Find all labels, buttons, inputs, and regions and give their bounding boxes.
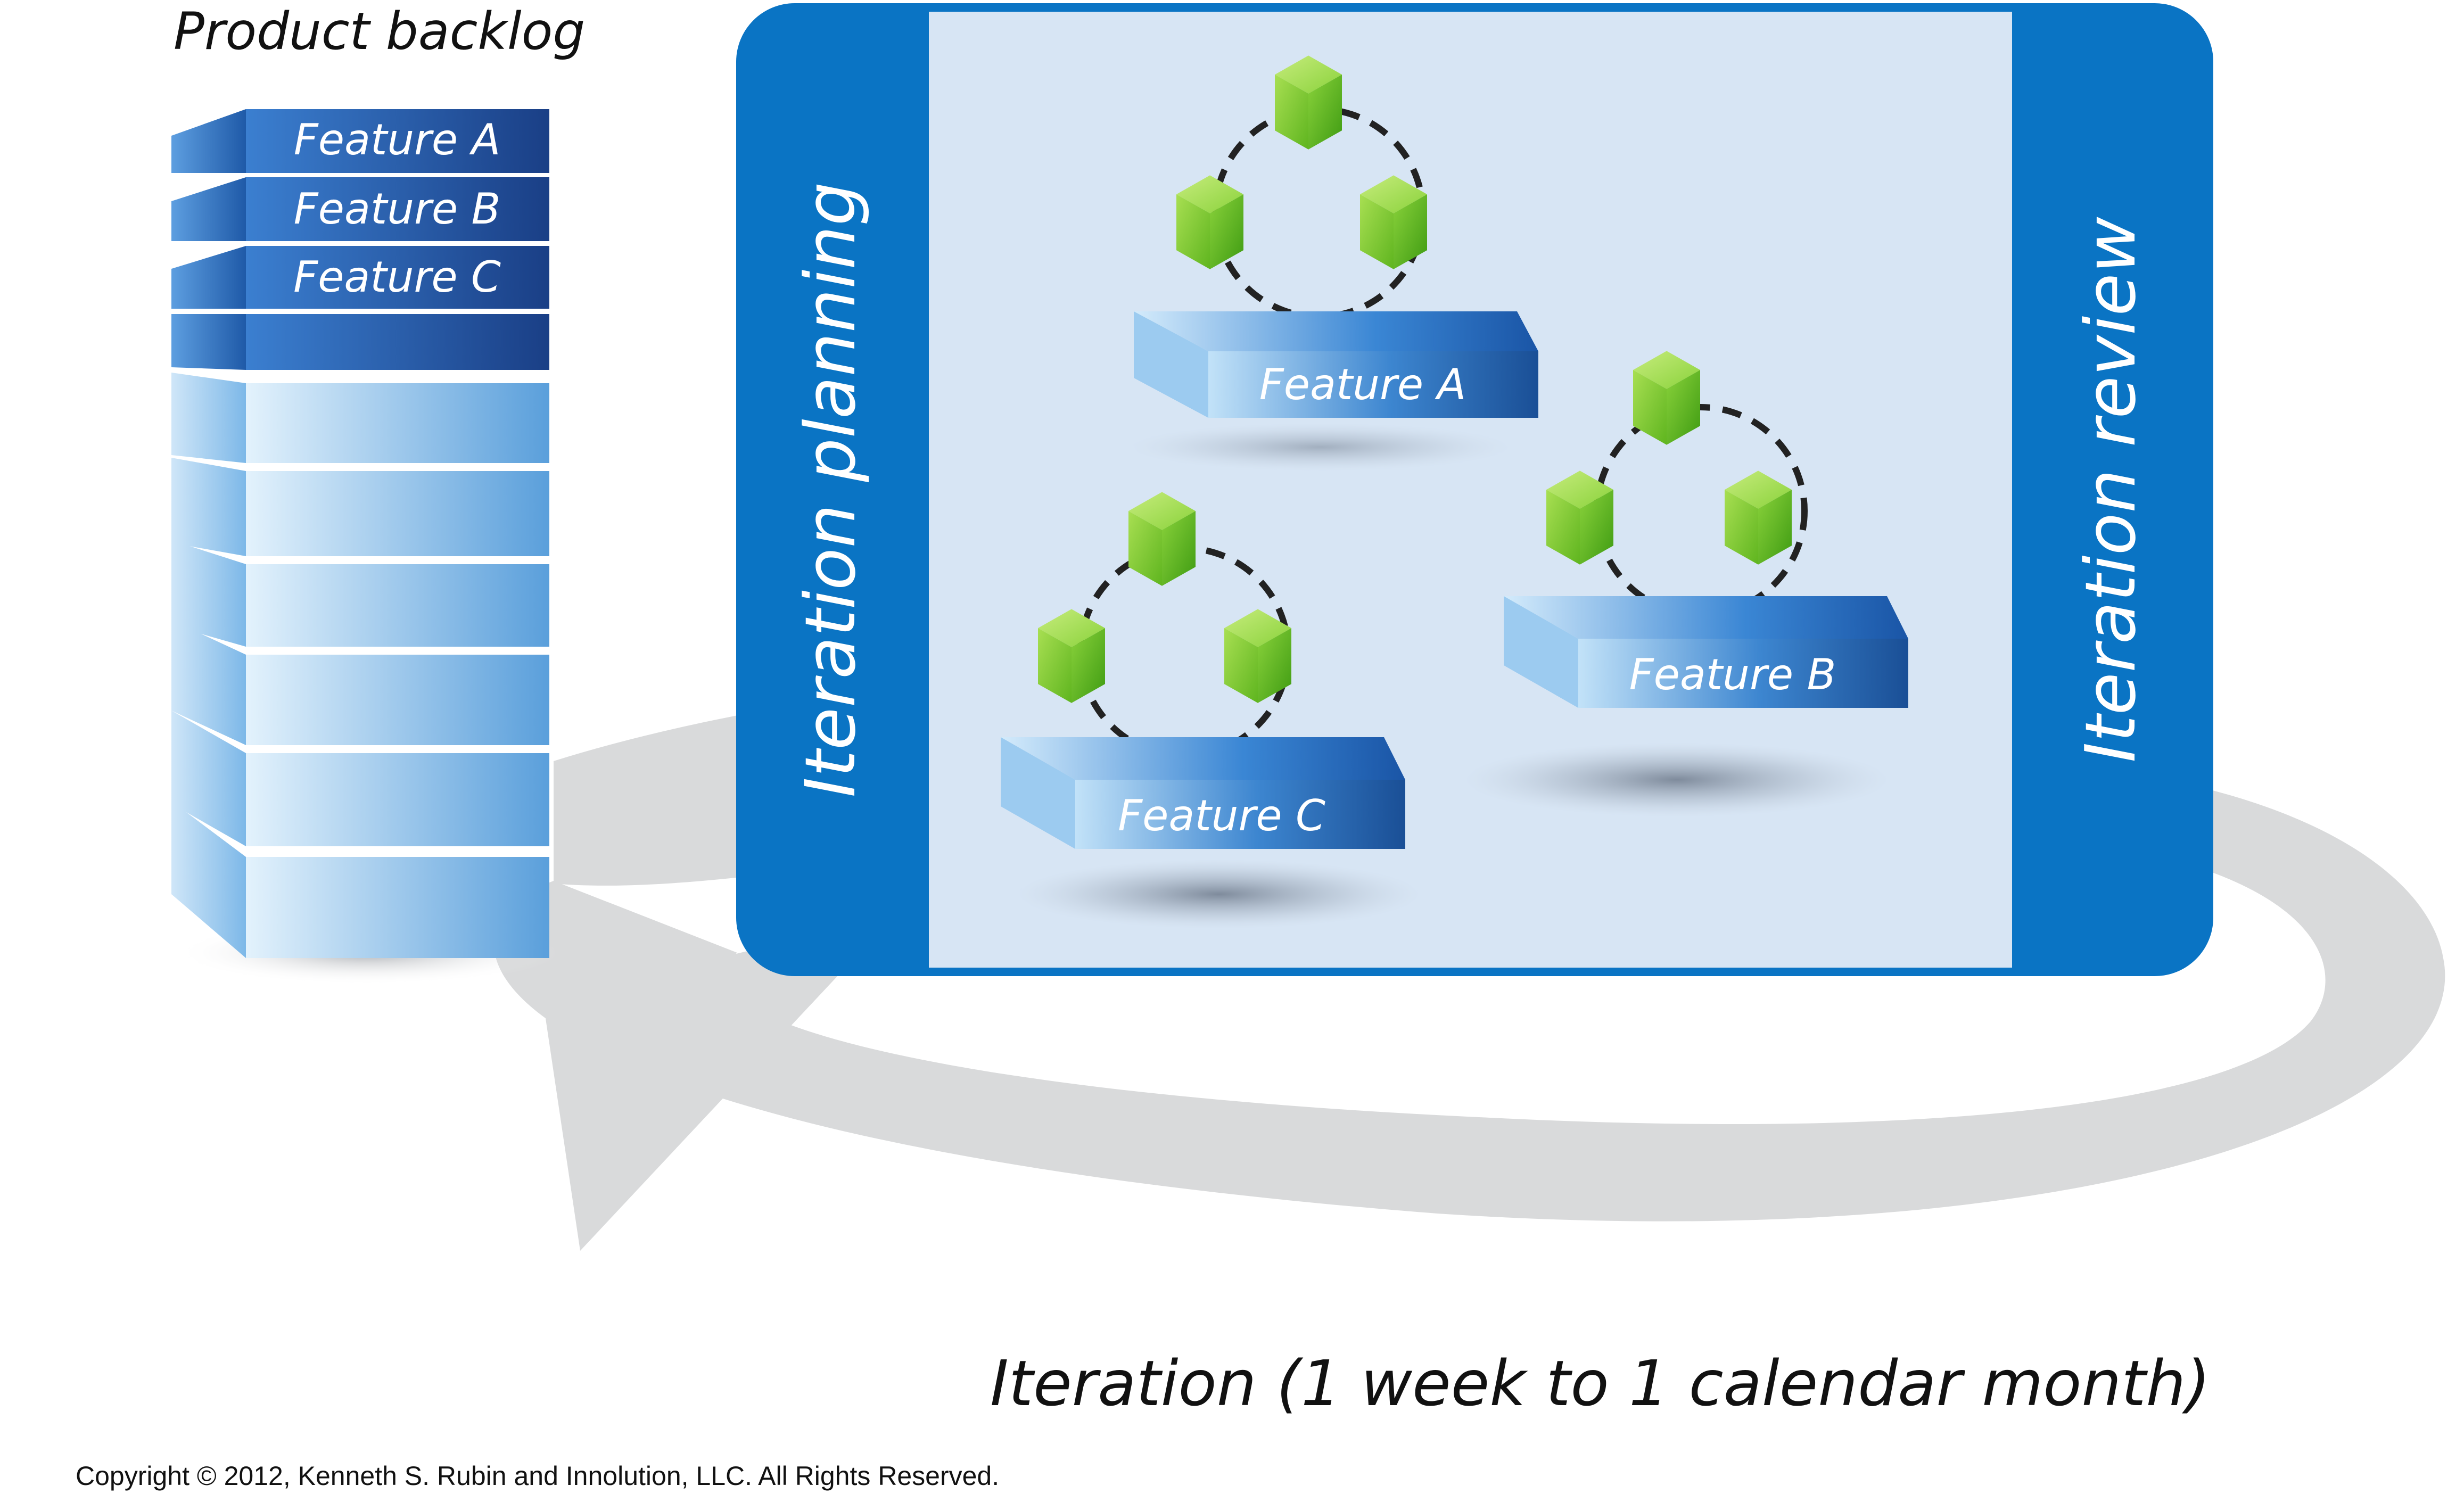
cube-icon [1224, 609, 1291, 703]
backlog-item: Feature C [171, 246, 549, 309]
iteration-review-label: Iteration review [2070, 217, 2151, 763]
feature-group-a: Feature A [1134, 55, 1538, 418]
copyright-notice: Copyright © 2012, Kenneth S. Rubin and I… [76, 1461, 1000, 1491]
cube-icon [1176, 175, 1243, 269]
feature-a-label: Feature A [1259, 360, 1466, 409]
cube-icon [1038, 609, 1105, 703]
feature-group-c: Feature C [1001, 492, 1405, 849]
feature-c-shadow [1017, 860, 1421, 929]
feature-group-b: Feature B [1504, 351, 1908, 708]
feature-c-label: Feature C [1118, 791, 1325, 840]
cycle-caption: Iteration (1 week to 1 calendar month) [990, 1347, 2210, 1420]
iteration-box: Iteration planning Iteration review [736, 3, 2213, 976]
feature-a-shadow [1128, 423, 1512, 471]
feature-b-label: Feature B [1629, 650, 1836, 699]
backlog-item [171, 314, 549, 370]
backlog-item [171, 711, 549, 846]
cube-icon [1275, 55, 1342, 150]
backlog-item-label: Feature A [294, 115, 501, 164]
backlog-item-label: Feature C [293, 252, 501, 302]
backlog-item [171, 458, 549, 556]
backlog-item [171, 620, 549, 745]
cube-icon [1360, 175, 1427, 269]
cube-icon [1546, 471, 1613, 565]
cycle-arrow-icon [494, 708, 2445, 1251]
cube-icon [1725, 471, 1792, 565]
feature-b-shadow [1464, 742, 1890, 817]
backlog-item: Feature A [171, 109, 549, 173]
cube-icon [1128, 492, 1196, 586]
backlog-item-label: Feature B [294, 184, 501, 234]
cube-icon [1633, 351, 1700, 445]
iteration-planning-label: Iteration planning [790, 182, 871, 798]
backlog-item [171, 801, 549, 958]
backlog-stack: Feature A Feature B Feature C [171, 109, 549, 958]
backlog-item [171, 540, 549, 647]
backlog-title: Product backlog [174, 2, 585, 61]
backlog-item [171, 373, 549, 463]
backlog-item: Feature B [171, 177, 549, 241]
